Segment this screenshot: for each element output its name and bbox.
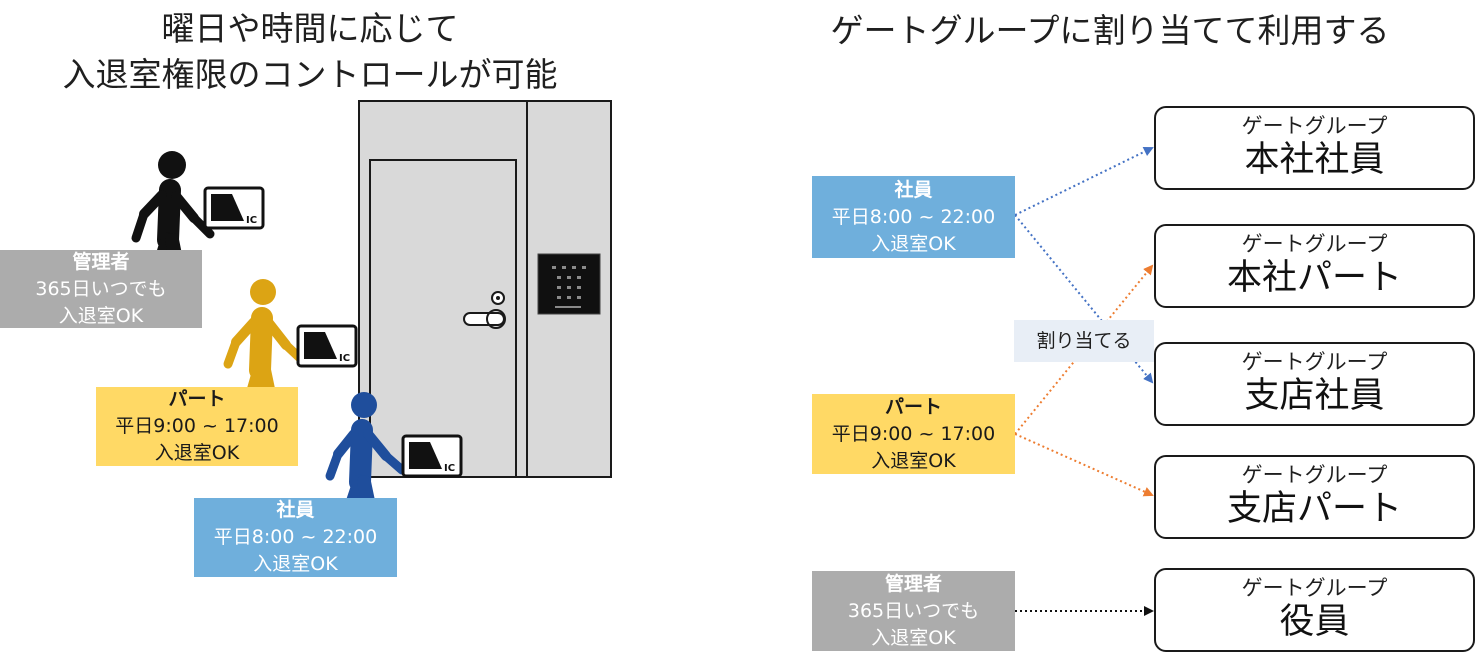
left-role-part: パート 平日9:00 ~ 17:00 入退室OK: [96, 387, 298, 466]
right-role-admin: 管理者 365日いつでも 入退室OK: [812, 571, 1015, 651]
role-name: 管理者: [884, 572, 942, 595]
left-role-employee: 社員 平日8:00 ~ 22:00 入退室OK: [194, 498, 397, 577]
gate-group-yakuin: ゲートグループ 役員: [1154, 568, 1475, 652]
gate-group-shiten-part: ゲートグループ 支店パート: [1154, 455, 1475, 539]
right-role-employee: 社員 平日8:00 ~ 22:00 入退室OK: [812, 176, 1015, 258]
gate-group-shiten-employee: ゲートグループ 支店社員: [1154, 342, 1475, 426]
arrow-employee-to-honsha: [1014, 147, 1154, 216]
ic-card-label: IC: [246, 215, 257, 226]
role-schedule: 365日いつでも: [847, 599, 980, 622]
door: [358, 100, 612, 478]
gate-group-label: ゲートグループ: [1241, 350, 1388, 374]
gate-group-honsha-employee: ゲートグループ 本社社員: [1154, 106, 1475, 190]
role-permission: 入退室OK: [871, 626, 956, 649]
role-name: 管理者: [72, 250, 130, 273]
gate-group-name: 本社社員: [1244, 140, 1385, 180]
left-title: 曜日や時間に応じて 入退室権限のコントロールが可能: [0, 6, 620, 98]
gate-group-label: ゲートグループ: [1241, 463, 1388, 487]
left-role-admin: 管理者 365日いつでも 入退室OK: [0, 250, 202, 328]
assign-label: 割り当てる: [1014, 320, 1154, 362]
gate-group-name: 支店パート: [1226, 489, 1402, 529]
gate-group-honsha-part: ゲートグループ 本社パート: [1154, 224, 1475, 308]
gate-group-label: ゲートグループ: [1241, 576, 1388, 600]
gate-group-label: ゲートグループ: [1241, 114, 1388, 138]
right-title: ゲートグループに割り当てて利用する: [830, 11, 1390, 50]
role-permission: 入退室OK: [871, 449, 956, 472]
role-schedule: 平日8:00 ~ 22:00: [831, 205, 996, 228]
ic-card-label: IC: [444, 463, 455, 474]
door-handle-icon: [463, 291, 506, 329]
gate-group-name: 支店社員: [1244, 376, 1385, 416]
role-name: 社員: [276, 499, 315, 521]
arrow-part-to-shiten: [1014, 433, 1154, 497]
ic-card-label: IC: [339, 353, 350, 364]
role-name: パート: [168, 388, 226, 410]
keypad-reader-icon: [537, 253, 601, 315]
role-schedule: 平日8:00 ~ 22:00: [213, 526, 378, 548]
role-permission: 入退室OK: [154, 442, 240, 464]
arrow-part-to-honsha: [1014, 264, 1154, 435]
role-name: 社員: [894, 178, 933, 201]
role-schedule: 365日いつでも: [35, 277, 167, 300]
role-name: パート: [884, 395, 942, 418]
role-permission: 入退室OK: [253, 553, 338, 575]
role-permission: 入退室OK: [58, 304, 144, 327]
role-schedule: 平日9:00 ~ 17:00: [115, 415, 279, 437]
left-title-line1: 曜日や時間に応じて: [161, 9, 459, 48]
left-title-line2: 入退室権限のコントロールが可能: [62, 55, 558, 94]
right-role-part: パート 平日9:00 ~ 17:00 入退室OK: [812, 394, 1015, 474]
ic-card-icon: IC: [296, 324, 358, 368]
role-schedule: 平日9:00 ~ 17:00: [831, 422, 996, 445]
ic-card-icon: IC: [401, 434, 463, 478]
role-permission: 入退室OK: [871, 232, 956, 255]
ic-card-icon: IC: [203, 186, 265, 230]
gate-group-name: 本社パート: [1226, 258, 1402, 298]
gate-group-label: ゲートグループ: [1241, 232, 1388, 256]
gate-group-name: 役員: [1279, 602, 1350, 642]
